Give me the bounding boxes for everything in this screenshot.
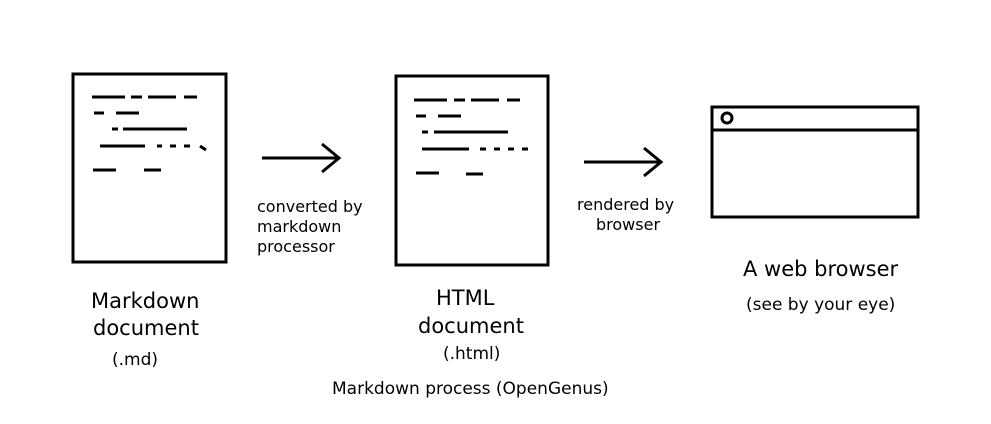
html-label-line2: document [418, 314, 524, 338]
markdown-extension: (.md) [112, 350, 159, 370]
markdown-label-line2: document [93, 316, 199, 340]
browser-button-icon [720, 111, 734, 125]
diagram-caption: Markdown process (OpenGenus) [332, 379, 609, 399]
markdown-label-line1: Markdown [91, 289, 200, 313]
arrow-render-label-line2: browser [596, 215, 661, 234]
arrow-render-label-line1: rendered by [577, 195, 675, 214]
browser-label-line1: A web browser [743, 257, 899, 281]
arrow-render [584, 146, 664, 178]
browser-label-line2: (see by your eye) [746, 295, 896, 315]
arrow-convert-label-line1: converted by [257, 197, 363, 216]
html-extension: (.html) [443, 344, 501, 364]
html-document-icon [394, 74, 550, 267]
arrow-convert-label-line3: processor [257, 237, 335, 256]
markdown-document-icon [71, 72, 228, 264]
arrow-convert-label-line2: markdown [257, 217, 342, 236]
html-label-line1: HTML [436, 286, 495, 310]
browser-window-icon [710, 105, 920, 219]
arrow-convert [262, 142, 342, 174]
